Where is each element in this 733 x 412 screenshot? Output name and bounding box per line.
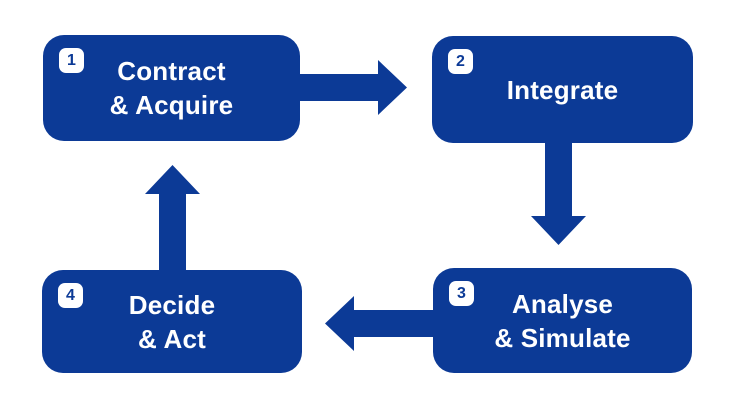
arrow-left-shape <box>325 296 433 351</box>
arrow-right-shape <box>300 60 407 115</box>
step-box-contract-acquire: 1 Contract & Acquire <box>43 35 300 141</box>
step-label: Decide & Act <box>128 289 216 354</box>
flow-arrow-1-to-2 <box>300 60 407 115</box>
step-label: Analyse & Simulate <box>494 288 631 353</box>
arrow-up-shape <box>145 165 200 270</box>
arrow-down-shape <box>531 143 586 245</box>
step-number-badge: 1 <box>59 48 84 73</box>
flow-arrow-4-to-1 <box>145 165 200 270</box>
step-number-badge: 4 <box>58 283 83 308</box>
step-number-badge: 2 <box>448 49 473 74</box>
flow-arrow-2-to-3 <box>531 143 586 245</box>
step-box-analyse-simulate: 3 Analyse & Simulate <box>433 268 692 373</box>
step-label: Integrate <box>506 74 619 105</box>
step-box-integrate: 2 Integrate <box>432 36 693 143</box>
step-box-decide-act: 4 Decide & Act <box>42 270 302 373</box>
step-number-badge: 3 <box>449 281 474 306</box>
step-label: Contract & Acquire <box>109 56 234 120</box>
flow-arrow-3-to-4 <box>325 296 433 351</box>
